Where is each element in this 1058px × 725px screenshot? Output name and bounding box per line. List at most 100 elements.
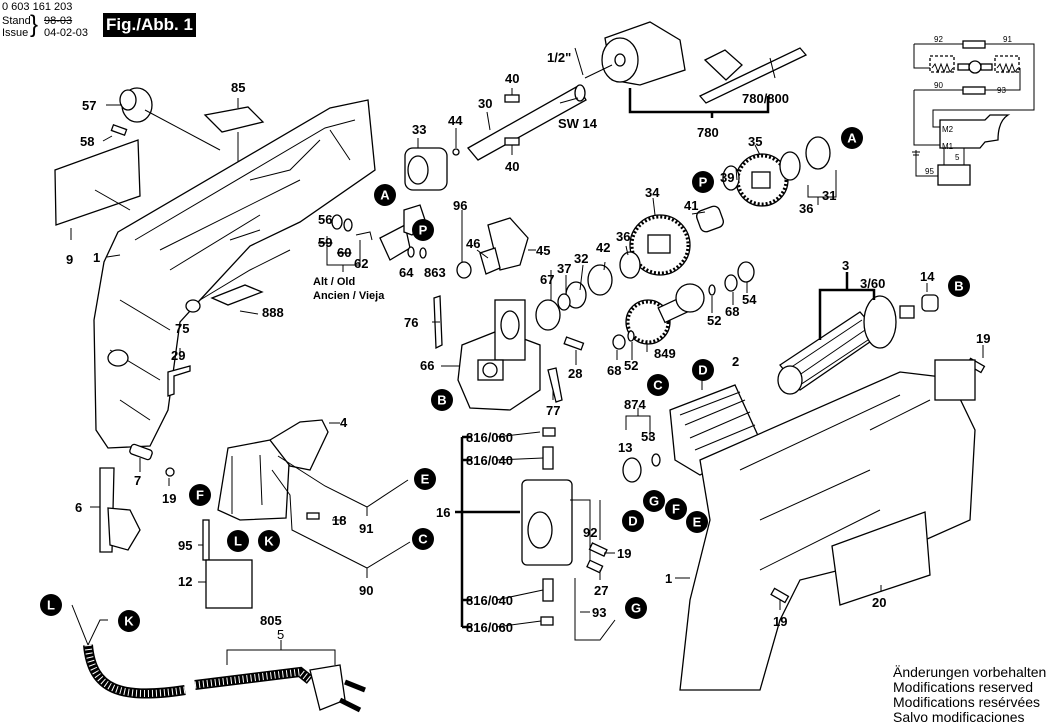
marker-e-switch: E xyxy=(414,468,436,490)
marker-p-left: P xyxy=(412,219,434,241)
label-3: 3 xyxy=(842,258,849,273)
holder-12 xyxy=(205,559,253,609)
bearing-33 xyxy=(404,147,448,191)
label-20: 20 xyxy=(872,595,886,610)
housing-left-half xyxy=(93,99,376,449)
svg-text:C: C xyxy=(653,378,663,393)
screw-27 xyxy=(586,559,604,574)
spindle-30 xyxy=(452,84,587,161)
marker-l-cord: L xyxy=(40,594,62,616)
label-18: 18 xyxy=(332,513,346,528)
label-40-bottom: 40 xyxy=(505,159,519,174)
label-58: 58 xyxy=(80,134,94,149)
label-85: 85 xyxy=(231,80,245,95)
label-64: 64 xyxy=(399,265,414,280)
label-805: 805 xyxy=(260,613,282,628)
marker-e-field: E xyxy=(686,511,708,533)
label-77: 77 xyxy=(546,403,560,418)
bearing-68-top xyxy=(724,274,738,292)
label-60: 60 xyxy=(337,245,351,260)
document-number: 0 603 161 203 xyxy=(2,1,73,13)
chuck-key-800 xyxy=(698,47,808,104)
label-874: 874 xyxy=(624,397,646,412)
gear-housing-66 xyxy=(457,299,541,411)
marker-b-left: B xyxy=(431,389,453,411)
cap-57 xyxy=(119,87,221,151)
label-3-60: 3/60 xyxy=(860,276,885,291)
brush-holder-16 xyxy=(521,479,573,566)
label-66: 66 xyxy=(420,358,434,373)
label-67: 67 xyxy=(540,272,554,287)
ring-60 xyxy=(343,218,353,232)
marker-g-wire: G xyxy=(625,597,647,619)
note-en: Modifications reserved xyxy=(893,679,1034,695)
bracket-29 xyxy=(167,365,191,397)
marker-k-switch: K xyxy=(258,530,280,552)
label-1-right: 1 xyxy=(665,571,672,586)
label-16: 16 xyxy=(436,505,450,520)
label-31: 31 xyxy=(822,188,836,203)
issue-date: 04-02-03 xyxy=(44,27,89,39)
label-52-top: 52 xyxy=(707,313,721,328)
ring-36b xyxy=(779,151,801,181)
spring-62 xyxy=(355,231,373,241)
label-34: 34 xyxy=(645,185,660,200)
label-44: 44 xyxy=(448,113,463,128)
schem-5: 5 xyxy=(955,153,960,162)
note-es: Salvo modificaciones xyxy=(893,709,1025,725)
svg-text:L: L xyxy=(47,598,55,613)
label-plate-20 xyxy=(831,511,931,606)
svg-text:C: C xyxy=(418,532,428,547)
ring-863 xyxy=(419,247,427,259)
svg-text:F: F xyxy=(672,502,680,517)
svg-text:P: P xyxy=(699,175,708,190)
wire-90 xyxy=(271,469,411,569)
bearing-14 xyxy=(921,294,939,312)
ring-64 xyxy=(407,246,415,258)
svg-text:D: D xyxy=(628,514,637,529)
motor-symbol xyxy=(968,60,982,74)
svg-text:B: B xyxy=(954,279,963,294)
marker-a-left: A xyxy=(374,184,396,206)
label-90: 90 xyxy=(359,583,373,598)
marker-l-switch: L xyxy=(227,530,249,552)
label-780: 780 xyxy=(697,125,719,140)
svg-text:E: E xyxy=(421,472,430,487)
label-13: 13 xyxy=(618,440,632,455)
label-53: 53 xyxy=(641,429,655,444)
marker-f-field: F xyxy=(665,498,687,520)
label-816-060-bottom: 816/060 xyxy=(466,620,513,635)
label-780-800: 780/800 xyxy=(742,91,789,106)
marker-p-right: P xyxy=(692,171,714,193)
marker-a-right: A xyxy=(841,127,863,149)
label-4: 4 xyxy=(340,415,348,430)
ring-59 xyxy=(331,214,343,230)
marker-g-field: G xyxy=(643,490,665,512)
wiring-schematic: 92 91 90 93 M2 M1 5 95 xyxy=(912,35,1035,186)
svg-text:G: G xyxy=(649,494,659,509)
svg-text:B: B xyxy=(437,393,446,408)
capacitor-box xyxy=(937,164,971,186)
schem-92: 92 xyxy=(934,35,943,44)
label-37: 37 xyxy=(557,261,571,276)
gear-34 xyxy=(629,214,691,276)
stand-label: Stand xyxy=(2,15,31,27)
schem-93: 93 xyxy=(997,86,1006,95)
brace-glyph: } xyxy=(30,11,39,38)
connector-markers: A A B B C C D D E E F F G G K K L L P P xyxy=(40,127,970,632)
label-plate-888 xyxy=(210,284,264,306)
label-849: 849 xyxy=(654,346,676,361)
label-92: 92 xyxy=(583,525,597,540)
screw-19a xyxy=(165,467,175,477)
spring-clip-816-060-bottom xyxy=(540,616,554,626)
label-816-060-top: 816/060 xyxy=(466,430,513,445)
label-888: 888 xyxy=(262,305,284,320)
field-coil-right xyxy=(994,55,1020,73)
spring-46 xyxy=(479,247,501,275)
svg-text:K: K xyxy=(124,614,134,629)
circlip-31 xyxy=(805,136,831,170)
label-76: 76 xyxy=(404,315,418,330)
label-95: 95 xyxy=(178,538,192,553)
wire-92-93 xyxy=(570,499,616,641)
